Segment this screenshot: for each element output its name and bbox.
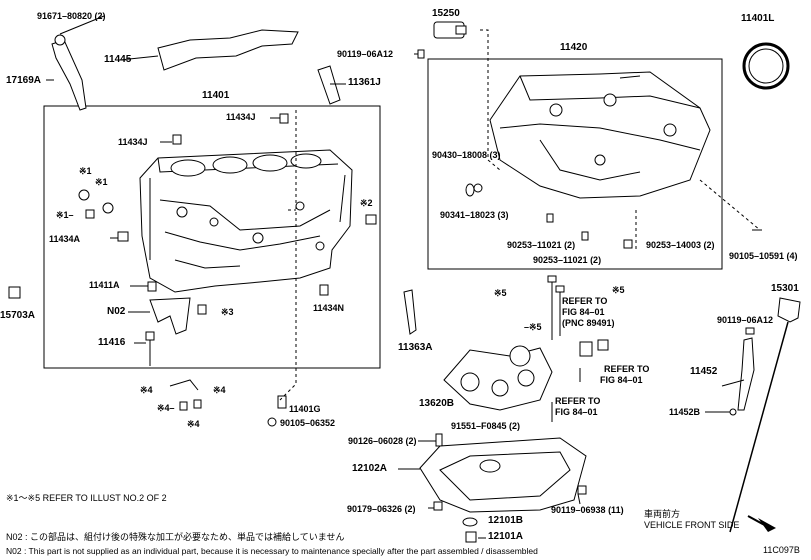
label-11434J-top[interactable]: 11434J xyxy=(226,112,256,122)
cylinder-block-drawing xyxy=(139,149,353,293)
label-90119-06A12-right[interactable]: 90119–06A12 xyxy=(717,315,774,325)
label-mark1-a: ※1 xyxy=(79,166,92,176)
refer-2-line2: FIG 84–01 xyxy=(600,375,643,385)
oil-pan-lower-drawing xyxy=(419,437,587,513)
bolt-11416-drawing xyxy=(145,331,155,366)
oil-pan-group-box xyxy=(427,58,723,270)
label-11452[interactable]: 11452 xyxy=(690,366,718,377)
label-11434N[interactable]: 11434N xyxy=(313,303,345,313)
clip-drawings xyxy=(169,379,287,427)
label-N02[interactable]: N02 xyxy=(107,306,126,317)
label-15250[interactable]: 15250 xyxy=(432,8,460,19)
part-11361J-drawing xyxy=(317,65,341,105)
label-mark5-a: ※5 xyxy=(494,288,507,298)
seal-ring-11401L-drawing xyxy=(742,42,790,90)
pump-bolts-drawing xyxy=(435,275,609,447)
label-11401[interactable]: 11401 xyxy=(202,90,230,101)
label-90179-06326[interactable]: 90179–06326 (2) xyxy=(347,504,416,514)
label-mark4-c: ※4– xyxy=(157,403,175,413)
oil-pan-fasteners-drawing xyxy=(465,183,762,249)
label-11361J[interactable]: 11361J xyxy=(348,77,381,88)
label-11401G[interactable]: 11401G xyxy=(289,404,321,414)
leader-lines-right xyxy=(480,29,761,250)
label-13620B[interactable]: 13620B xyxy=(419,398,455,409)
label-90126-06028[interactable]: 90126–06028 (2) xyxy=(348,436,417,446)
refer-1-line2: FIG 84–01 xyxy=(562,307,605,317)
label-15703A[interactable]: 15703A xyxy=(0,310,36,321)
engine-block-group-box xyxy=(43,105,381,369)
refer-1-line1: REFER TO xyxy=(562,296,608,306)
label-mark1-c: ※1– xyxy=(56,210,74,220)
cover-11445-drawing xyxy=(157,29,299,71)
label-11363A[interactable]: 11363A xyxy=(398,342,433,353)
label-mark1-b: ※1 xyxy=(95,177,108,187)
label-90253-11021-b[interactable]: 90253–11021 (2) xyxy=(533,255,602,265)
label-90341-18023[interactable]: 90341–18023 (3) xyxy=(440,210,509,220)
oil-pan-upper-drawing xyxy=(489,71,711,199)
label-90253-14003[interactable]: 90253–14003 (2) xyxy=(646,240,715,250)
note-n02-english: N02 : This part is not supplied as an in… xyxy=(6,546,538,556)
oil-pump-drawing xyxy=(443,345,553,411)
refer-3-line1: REFER TO xyxy=(555,396,601,406)
label-mark4-d: ※4 xyxy=(187,419,200,429)
label-91551-F0845[interactable]: 91551–F0845 (2) xyxy=(451,421,521,431)
label-12101A[interactable]: 12101A xyxy=(488,531,524,542)
leader-lines xyxy=(46,15,745,539)
refer-3-line2: FIG 84–01 xyxy=(555,407,598,417)
label-mark2: ※2 xyxy=(360,198,373,208)
label-mark3: ※3 xyxy=(221,307,234,317)
label-11401L[interactable]: 11401L xyxy=(741,13,775,24)
label-mark5-c: ※5 xyxy=(612,285,625,295)
refer-2-line1: REFER TO xyxy=(604,364,650,374)
note-n02-japanese: N02 : この部品は、組付け後の特殊な加工が必要なため、単品では補給していませ… xyxy=(6,532,345,542)
label-mark4-a: ※4 xyxy=(140,385,153,395)
dipstick-drawing xyxy=(729,297,801,533)
illustration-code: 11C097B xyxy=(763,545,800,555)
leader-lines-left xyxy=(279,110,297,401)
label-15301[interactable]: 15301 xyxy=(771,283,799,294)
label-mark5-b: –※5 xyxy=(524,322,542,332)
label-90430-18008[interactable]: 90430–18008 (3) xyxy=(432,150,501,160)
label-90105-06352[interactable]: 90105–06352 xyxy=(280,418,336,428)
label-11434A[interactable]: 11434A xyxy=(49,234,81,244)
part-11363A-drawing xyxy=(403,289,417,335)
vehicle-front-en: VEHICLE FRONT SIDE xyxy=(644,520,740,530)
vehicle-front-arrow xyxy=(747,515,776,532)
label-90105-10591[interactable]: 90105–10591 (4) xyxy=(729,251,798,261)
label-90119-06A12-top[interactable]: 90119–06A12 xyxy=(337,49,394,59)
label-91671-80820[interactable]: 91671–80820 (2) xyxy=(37,11,106,21)
vehicle-front-jp: 車両前方 xyxy=(644,509,681,519)
refer-1-line3: (PNC 89491) xyxy=(562,318,615,328)
bearing-cap-N02-drawing xyxy=(149,297,191,335)
label-90253-11021-a[interactable]: 90253–11021 (2) xyxy=(507,240,576,250)
label-11420[interactable]: 11420 xyxy=(560,42,588,53)
drain-parts-drawing xyxy=(433,485,587,543)
label-mark4-b: ※4 xyxy=(213,385,226,395)
bracket-17169A-drawing xyxy=(51,39,87,111)
note-illust-reference: ※1～※5 REFER TO ILLUST NO.2 OF 2 xyxy=(6,493,167,503)
small-plugs-drawing xyxy=(8,113,377,315)
label-11452B[interactable]: 11452B xyxy=(669,407,701,417)
label-12101B[interactable]: 12101B xyxy=(488,515,524,526)
valve-15250-drawing xyxy=(417,21,467,59)
label-12102A[interactable]: 12102A xyxy=(352,463,388,474)
label-11411A[interactable]: 11411A xyxy=(89,280,120,290)
label-17169A[interactable]: 17169A xyxy=(6,75,42,86)
label-11445[interactable]: 11445 xyxy=(104,54,132,65)
label-11434J-left[interactable]: 11434J xyxy=(118,137,148,147)
label-90119-06938[interactable]: 90119–06938 (11) xyxy=(551,505,624,515)
label-11416[interactable]: 11416 xyxy=(98,337,126,348)
